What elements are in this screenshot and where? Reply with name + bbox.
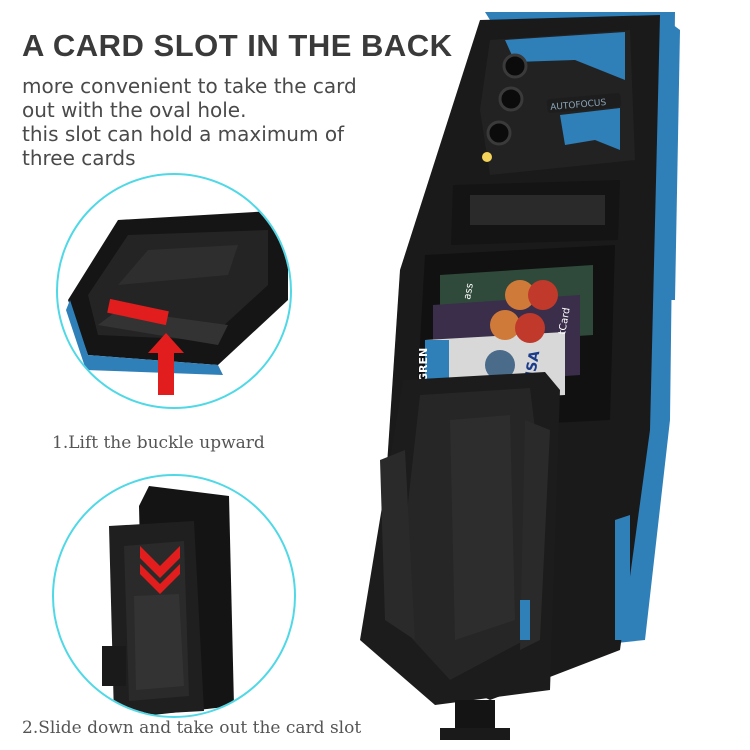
headline: A CARD SLOT IN THE BACK xyxy=(22,28,453,63)
description-line: out with the oval hole. xyxy=(22,98,247,122)
buckle-closeup-image xyxy=(56,173,292,409)
up-arrow-icon xyxy=(148,333,184,395)
card-text: tCard xyxy=(557,307,573,336)
step-caption: 1.Lift the buckle upward xyxy=(52,433,265,453)
description: more convenient to take the card out wit… xyxy=(22,74,402,170)
description-line: this slot can hold a maximum of xyxy=(22,122,345,146)
phone-case-image: AUTOFOCUS GREN VISA tCard ass xyxy=(275,0,750,750)
step-caption: 2.Slide down and take out the card slot xyxy=(22,718,362,738)
autofocus-label: AUTOFOCUS xyxy=(550,98,607,113)
card-text: ass xyxy=(462,282,476,300)
description-line: three cards xyxy=(22,146,136,170)
chevron-down-icon xyxy=(140,546,180,578)
slide-down-closeup-image xyxy=(52,474,296,718)
chevron-down-icon xyxy=(140,564,180,594)
card-text: GREN xyxy=(417,348,430,382)
description-line: more convenient to take the card xyxy=(22,74,357,98)
